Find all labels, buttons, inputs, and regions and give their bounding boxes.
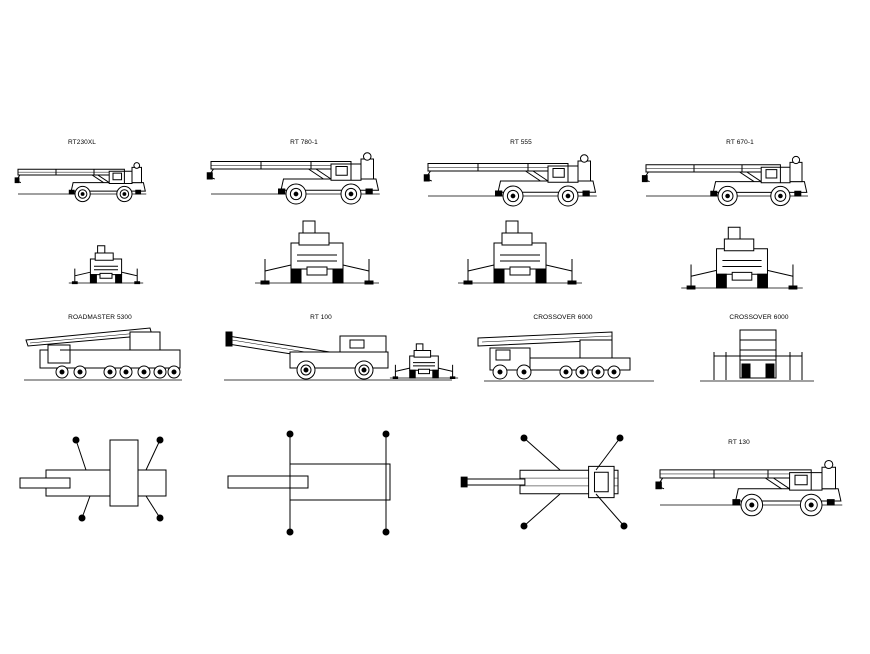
rt100-side — [224, 332, 452, 380]
rt100-front — [389, 343, 459, 379]
rt670-front — [680, 226, 804, 290]
rt130-side — [655, 459, 843, 517]
rt230xl-side — [14, 162, 147, 203]
label-rt780: RT 780-1 — [290, 139, 318, 146]
crossover-outriggers-top — [521, 435, 627, 529]
crossover-side — [478, 332, 654, 381]
label-rt670: RT 670-1 — [726, 139, 754, 146]
crossover-top — [460, 465, 619, 499]
label-roadmaster: ROADMASTER 5300 — [68, 314, 132, 321]
rt670-side — [641, 155, 809, 207]
label-rt100: RT 100 — [310, 314, 332, 321]
rt555-side — [423, 154, 598, 207]
rt555-front — [457, 220, 583, 285]
label-crossover-side: CROSSOVER 6000 — [533, 314, 593, 321]
roadmaster-top — [20, 437, 166, 521]
crossover-front — [700, 330, 814, 381]
label-rt555: RT 555 — [510, 139, 532, 146]
label-crossover-front: CROSSOVER 6000 — [729, 314, 789, 321]
roadmaster-side — [24, 328, 182, 380]
rt780-front — [254, 220, 380, 285]
rt100-top — [228, 431, 390, 535]
label-rt230xl: RT230XL — [67, 139, 97, 146]
label-rt130: RT 130 — [728, 439, 750, 446]
rt230xl-front — [68, 245, 144, 284]
rt780-side — [206, 152, 381, 205]
